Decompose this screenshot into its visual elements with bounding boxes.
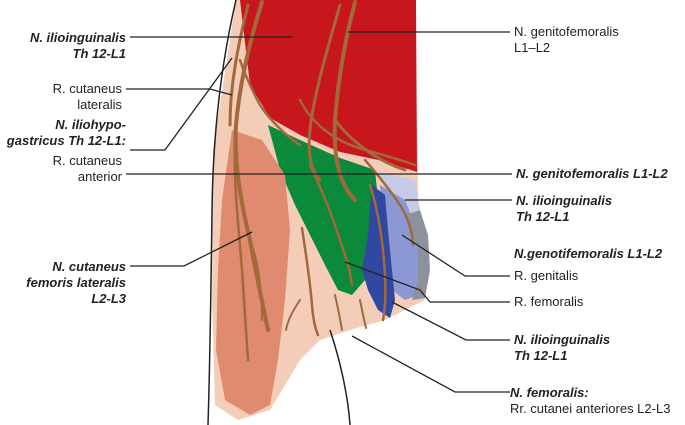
- nerve-left-c: [249, 239, 263, 321]
- label-r-genitalis: R. genitalis: [514, 268, 578, 284]
- label-line: L2-L3: [91, 291, 126, 306]
- pale-blue-region: [378, 172, 420, 215]
- label-cutaneus-anterior: R. cutaneus anterior: [0, 153, 122, 185]
- label-genitofemoralis-mid: N. genitofemoralis L1-L2: [516, 166, 668, 182]
- nerve-right-a: [363, 158, 415, 247]
- leader-r-genitalis: [401, 234, 510, 277]
- label-line: lateralis: [77, 97, 122, 112]
- label-line: N. cutaneus: [52, 259, 126, 274]
- leader-cutaneus-femoris: [130, 231, 253, 267]
- label-line: femoris lateralis: [26, 275, 126, 290]
- label-genotifemoralis: N.genotifemoralis L1-L2: [514, 246, 662, 262]
- label-line: L1–L2: [514, 40, 551, 55]
- label-line: R. cutaneus: [52, 153, 122, 168]
- leg-outline-left: [207, 0, 237, 425]
- pale-band: [270, 118, 417, 190]
- nerve-femoral-a: [300, 226, 320, 337]
- label-line: Rr. cutanei anteriores L2-L3: [510, 401, 671, 416]
- label-line: N. ilioinguinalis: [29, 30, 126, 45]
- red-region: [240, 0, 417, 172]
- nerve-middle-c: [298, 98, 417, 167]
- nerve-main-left: [233, 0, 270, 332]
- gray-region: [405, 210, 430, 300]
- label-line: Th 12-L1: [72, 46, 126, 61]
- label-line: anterior: [77, 169, 122, 184]
- label-line: N. ilioinguinalis: [516, 193, 613, 208]
- label-line: N. femoralis:: [510, 385, 589, 400]
- nerve-femoral-d: [285, 299, 301, 331]
- label-cutaneus-lateralis: R. cutaneus lateralis: [0, 81, 122, 113]
- label-iliohypogastricus: N. iliohypo- gastricus Th 12-L1:: [0, 117, 126, 149]
- label-line: R. femoralis: [514, 294, 584, 309]
- leader-cutaneus-lateralis: [126, 88, 233, 96]
- nerve-iliohypo: [238, 58, 302, 147]
- label-line: N. genitofemoralis: [514, 24, 619, 39]
- label-ilioinguinalis-top: N. ilioinguinalis Th 12-L1: [0, 30, 126, 62]
- label-ilioinguinalis-mid: N. ilioinguinalis Th 12-L1: [516, 193, 612, 225]
- label-line: Th 12-L1: [516, 209, 570, 224]
- label-line: N. iliohypo-: [55, 117, 126, 132]
- salmon-region: [216, 130, 290, 415]
- label-ilioinguinalis-low: N. ilioinguinalis Th 12-L1: [514, 332, 610, 364]
- nerve-right-b: [368, 183, 387, 322]
- leader-femoralis: [351, 335, 510, 393]
- nerve-middle-a: [307, 3, 342, 182]
- label-line: N. ilioinguinalis: [514, 332, 611, 347]
- nerve-branches: [228, 0, 417, 362]
- label-line: gastricus Th 12-L1:: [6, 133, 126, 148]
- nerve-femoral-c: [359, 299, 367, 329]
- label-line: R. cutaneus: [52, 81, 122, 96]
- label-femoralis: N. femoralis: Rr. cutanei anteriores L2-…: [510, 385, 670, 417]
- dark-blue-region: [362, 185, 395, 318]
- label-cutaneus-femoris: N. cutaneus femoris lateralis L2-L3: [0, 259, 126, 307]
- leader-ilioinguinalis-low: [391, 301, 510, 341]
- leg-outline-right: [329, 329, 351, 425]
- green-region: [268, 125, 378, 295]
- label-line: R. genitalis: [514, 268, 579, 283]
- leader-lines: [126, 31, 512, 393]
- label-line: N.genotifemoralis L1-L2: [514, 246, 663, 261]
- label-line: N. genitofemoralis L1-L2: [516, 166, 668, 181]
- label-r-femoralis: R. femoralis: [514, 294, 583, 310]
- leader-r-femoralis: [344, 261, 510, 303]
- nerve-green-a: [308, 163, 354, 287]
- nerve-left-a: [228, 3, 250, 127]
- label-line: Th 12-L1: [514, 348, 568, 363]
- label-genitofemoralis-top: N. genitofemoralis L1–L2: [514, 24, 619, 56]
- nerve-femoral-b: [334, 294, 343, 331]
- nerve-left-b: [233, 123, 250, 362]
- leader-iliohypogastricus: [130, 57, 233, 151]
